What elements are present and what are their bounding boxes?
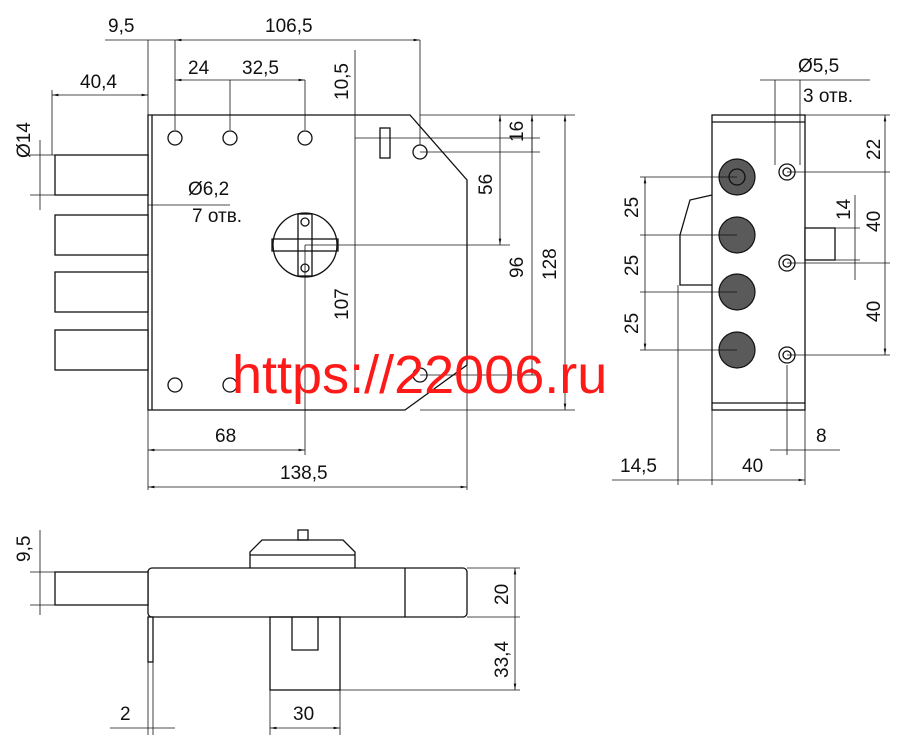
dim-label: 2 [120, 704, 131, 725]
dim-label: 33,4 [492, 641, 513, 678]
dim-label: 9,5 [108, 16, 134, 37]
side-bolt [804, 227, 836, 261]
dim-label: 8 [816, 426, 827, 447]
dim-label: Ø14 [14, 122, 35, 158]
dim-label: 40,4 [80, 72, 117, 93]
dim-label: 106,5 [265, 16, 313, 37]
dim-label: 22 [864, 139, 885, 160]
dim-label: 32,5 [242, 58, 279, 79]
dim-label: 107 [332, 288, 353, 320]
dim-label: 25 [622, 197, 643, 218]
cylinder-profile [679, 194, 713, 286]
dim-label: 40 [864, 211, 885, 232]
front-dimension-labels: 9,5 106,5 40,4 24 32,5 10,5 Ø14 Ø6,2 7 о… [14, 16, 561, 484]
side-body [711, 114, 806, 411]
bottom-dimension-labels: 9,5 20 33,4 2 30 [14, 536, 513, 725]
mounting-holes [167, 130, 428, 393]
side-holes [778, 163, 796, 364]
dim-label: 20 [492, 584, 513, 605]
front-view: 9,5 106,5 40,4 24 32,5 10,5 Ø14 Ø6,2 7 о… [14, 16, 575, 490]
cylinder-bottom [269, 616, 341, 691]
dim-label: 14 [834, 198, 855, 220]
bottom-body [147, 567, 468, 618]
dim-label: 68 [215, 426, 236, 447]
side-dimension-labels: Ø5,5 3 отв. 22 14 40 40 25 25 25 8 14,5 … [620, 56, 885, 477]
dim-label: 138,5 [280, 463, 328, 484]
dim-label: 25 [622, 255, 643, 276]
dim-label: 25 [622, 313, 643, 334]
dim-label: 30 [293, 704, 314, 725]
dim-label: 40 [742, 456, 763, 477]
dim-label: Ø6,2 [188, 179, 229, 200]
front-dimension-lines [30, 38, 575, 490]
slot [379, 127, 391, 159]
dim-label: 9,5 [14, 536, 35, 562]
bolts [54, 154, 149, 371]
bottom-bolt [54, 571, 149, 606]
dim-label: 3 отв. [803, 86, 853, 107]
side-view: Ø5,5 3 отв. 22 14 40 40 25 25 25 8 14,5 … [612, 56, 890, 485]
dim-label: 10,5 [332, 63, 353, 100]
dim-label: 96 [507, 257, 528, 278]
dim-label: Ø5,5 [798, 56, 839, 77]
dim-label: 128 [540, 248, 561, 280]
dim-label: 56 [476, 174, 497, 195]
bottom-dimension-lines [30, 530, 520, 735]
bottom-view: 9,5 20 33,4 2 30 [14, 529, 520, 735]
dim-label: 7 отв. [192, 206, 242, 227]
side-dimension-lines [612, 79, 890, 485]
cylinder-top [249, 539, 356, 568]
bolt-sections [718, 158, 756, 369]
dim-label: 16 [507, 121, 528, 142]
dim-label: 40 [864, 301, 885, 322]
dim-label: 24 [188, 58, 210, 79]
dim-label: 14,5 [620, 456, 657, 477]
watermark: https://22006.ru [232, 345, 607, 405]
mount-plate [147, 616, 154, 663]
